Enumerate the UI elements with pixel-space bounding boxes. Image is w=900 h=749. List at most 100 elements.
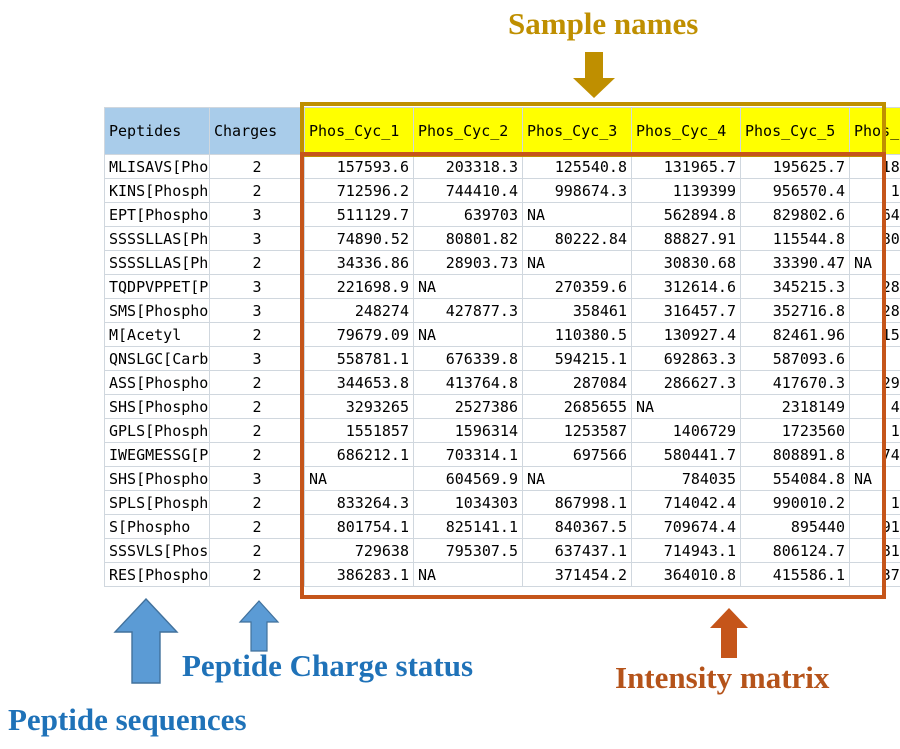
cell-intensity[interactable]: 125540.8	[522, 154, 632, 179]
cell-intensity[interactable]: NA	[522, 466, 632, 491]
cell-charge[interactable]: 2	[209, 490, 305, 515]
cell-intensity[interactable]: 287084	[522, 370, 632, 395]
column-header-peptides[interactable]: Peptides	[104, 107, 210, 155]
cell-intensity[interactable]: 1139399	[631, 178, 741, 203]
cell-intensity[interactable]: 285275.5	[849, 298, 900, 323]
cell-intensity[interactable]: 270359.6	[522, 274, 632, 299]
cell-peptide[interactable]: QNSLGC[Carbamidomethyl	[104, 346, 210, 371]
cell-charge[interactable]: 2	[209, 538, 305, 563]
cell-intensity[interactable]: 115544.8	[740, 226, 850, 251]
cell-intensity[interactable]: 203318.3	[413, 154, 523, 179]
cell-charge[interactable]: 2	[209, 154, 305, 179]
cell-peptide[interactable]: IWEGMESSG[Phospho	[104, 442, 210, 467]
cell-intensity[interactable]: 1596314	[413, 418, 523, 443]
cell-intensity[interactable]: 195625.7	[740, 154, 850, 179]
cell-peptide[interactable]: RES[Phospho	[104, 562, 210, 587]
cell-intensity[interactable]: 686212.1	[304, 442, 414, 467]
cell-intensity[interactable]: 130927.4	[631, 322, 741, 347]
cell-intensity[interactable]: 284286.5	[849, 274, 900, 299]
cell-peptide[interactable]: ASS[Phospho	[104, 370, 210, 395]
cell-intensity[interactable]: 1034303	[413, 490, 523, 515]
cell-charge[interactable]: 3	[209, 298, 305, 323]
cell-intensity[interactable]: 554084.8	[740, 466, 850, 491]
cell-intensity[interactable]: 714943.1	[631, 538, 741, 563]
cell-intensity[interactable]: 131965.7	[631, 154, 741, 179]
cell-intensity[interactable]: 1502006	[849, 418, 900, 443]
cell-intensity[interactable]: 4120553	[849, 394, 900, 419]
cell-intensity[interactable]: 3293265	[304, 394, 414, 419]
cell-intensity[interactable]: 312614.6	[631, 274, 741, 299]
cell-intensity[interactable]: 714042.4	[631, 490, 741, 515]
cell-intensity[interactable]: 371454.2	[522, 562, 632, 587]
cell-intensity[interactable]: 28903.73	[413, 250, 523, 275]
column-header-sample-6[interactable]: Phos_Cyc_6	[849, 107, 900, 155]
cell-intensity[interactable]: 956570.4	[740, 178, 850, 203]
column-header-sample-5[interactable]: Phos_Cyc_5	[740, 107, 850, 155]
cell-intensity[interactable]: 808891.8	[740, 442, 850, 467]
cell-intensity[interactable]: 180664.5	[849, 154, 900, 179]
cell-intensity[interactable]: 155724.4	[849, 322, 900, 347]
cell-intensity[interactable]: 345215.3	[740, 274, 850, 299]
cell-peptide[interactable]: SSSSLLAS[Phospho	[104, 250, 210, 275]
cell-intensity[interactable]: 990010.2	[740, 490, 850, 515]
cell-intensity[interactable]: NA	[849, 466, 900, 491]
cell-intensity[interactable]: 80222.84	[522, 226, 632, 251]
cell-intensity[interactable]: NA	[631, 394, 741, 419]
cell-intensity[interactable]: 316457.7	[631, 298, 741, 323]
cell-peptide[interactable]: M[Acetyl	[104, 322, 210, 347]
cell-intensity[interactable]: 795307.5	[413, 538, 523, 563]
cell-peptide[interactable]: SHS[Phospho	[104, 466, 210, 491]
cell-peptide[interactable]: SHS[Phospho	[104, 394, 210, 419]
cell-intensity[interactable]: NA	[413, 322, 523, 347]
cell-intensity[interactable]: 829802.6	[740, 202, 850, 227]
cell-intensity[interactable]: 417670.3	[740, 370, 850, 395]
cell-intensity[interactable]: 1723560	[740, 418, 850, 443]
cell-intensity[interactable]: 33390.47	[740, 250, 850, 275]
cell-peptide[interactable]: EPT[Phospho	[104, 202, 210, 227]
cell-intensity[interactable]: 2685655	[522, 394, 632, 419]
cell-charge[interactable]: 3	[209, 202, 305, 227]
cell-intensity[interactable]: 248274	[304, 298, 414, 323]
cell-intensity[interactable]: 364010.8	[631, 562, 741, 587]
cell-intensity[interactable]: 1039246	[849, 490, 900, 515]
cell-peptide[interactable]: KINS[Phospho	[104, 178, 210, 203]
cell-intensity[interactable]: NA	[304, 466, 414, 491]
cell-peptide[interactable]: GPLS[Phospho	[104, 418, 210, 443]
cell-intensity[interactable]: 801754.1	[304, 514, 414, 539]
cell-intensity[interactable]: 594215.1	[522, 346, 632, 371]
cell-charge[interactable]: 2	[209, 514, 305, 539]
cell-intensity[interactable]: 1120046	[849, 178, 900, 203]
cell-intensity[interactable]: 818071.6	[849, 538, 900, 563]
cell-intensity[interactable]: 88827.91	[631, 226, 741, 251]
cell-intensity[interactable]: 745552.6	[849, 442, 900, 467]
cell-intensity[interactable]: 221698.9	[304, 274, 414, 299]
cell-charge[interactable]: 2	[209, 322, 305, 347]
cell-charge[interactable]: 3	[209, 346, 305, 371]
cell-intensity[interactable]: NA	[413, 562, 523, 587]
cell-intensity[interactable]: 2527386	[413, 394, 523, 419]
cell-charge[interactable]: 2	[209, 562, 305, 587]
cell-intensity[interactable]: 913974.4	[849, 514, 900, 539]
cell-intensity[interactable]: 415586.1	[740, 562, 850, 587]
cell-intensity[interactable]: NA	[522, 202, 632, 227]
cell-intensity[interactable]: 676339.8	[413, 346, 523, 371]
cell-intensity[interactable]: 697566	[522, 442, 632, 467]
cell-intensity[interactable]: 79679.09	[304, 322, 414, 347]
column-header-sample-1[interactable]: Phos_Cyc_1	[304, 107, 414, 155]
cell-intensity[interactable]: 867998.1	[522, 490, 632, 515]
cell-intensity[interactable]: 34336.86	[304, 250, 414, 275]
cell-intensity[interactable]: 358461	[522, 298, 632, 323]
cell-intensity[interactable]: 427877.3	[413, 298, 523, 323]
column-header-sample-2[interactable]: Phos_Cyc_2	[413, 107, 523, 155]
column-header-sample-3[interactable]: Phos_Cyc_3	[522, 107, 632, 155]
cell-charge[interactable]: 2	[209, 370, 305, 395]
cell-intensity[interactable]: 637437.1	[522, 538, 632, 563]
cell-intensity[interactable]: 80801.82	[413, 226, 523, 251]
cell-intensity[interactable]: 413764.8	[413, 370, 523, 395]
cell-intensity[interactable]: 833264.3	[304, 490, 414, 515]
cell-charge[interactable]: 2	[209, 178, 305, 203]
cell-intensity[interactable]: 709674.4	[631, 514, 741, 539]
cell-intensity[interactable]: 692863.3	[631, 346, 741, 371]
cell-intensity[interactable]: 373595.6	[849, 562, 900, 587]
cell-intensity[interactable]: 1406729	[631, 418, 741, 443]
